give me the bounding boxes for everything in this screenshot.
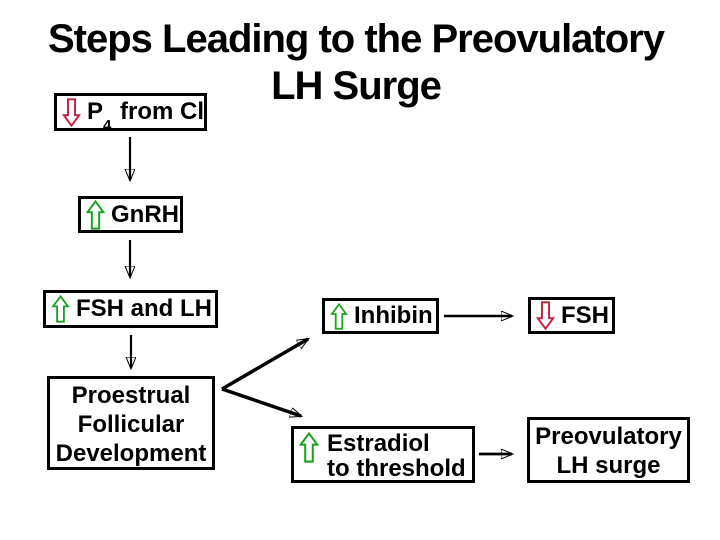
fsh-and-lh-box: FSH and LH xyxy=(43,290,218,328)
slide-title-line1: Steps Leading to the Preovulatory xyxy=(47,17,665,61)
slide-title: Steps Leading to the Preovulatory LH Sur… xyxy=(0,16,712,110)
decrease-arrow-icon xyxy=(536,301,555,330)
gnrh-label: GnRH xyxy=(111,200,179,228)
p4-subscript: 4 xyxy=(103,116,112,134)
arrow-proestrual-to-estradiol xyxy=(221,387,301,416)
preovulatory-lh-surge-box: Preovulatory LH surge xyxy=(527,417,690,483)
inhibin-label: Inhibin xyxy=(354,302,433,329)
proestrual-line3: Development xyxy=(55,440,207,467)
gnrh-box: GnRH xyxy=(78,196,183,233)
estradiol-box: Estradiol to threshold xyxy=(291,426,475,483)
p4-from-cl-box: P4 from Cl xyxy=(54,93,207,134)
arrow-proestrual-to-inhibin xyxy=(221,337,308,391)
increase-arrow-icon xyxy=(51,295,70,323)
increase-arrow-icon xyxy=(330,302,348,330)
estradiol-line1: Estradiol xyxy=(327,430,430,457)
inhibin-box: Inhibin xyxy=(322,298,439,334)
estradiol-line2: to threshold xyxy=(327,455,466,482)
increase-arrow-icon xyxy=(299,432,319,463)
p4-label: P4 from Cl xyxy=(87,98,205,134)
fsh-and-lh-label: FSH and LH xyxy=(76,295,212,322)
fsh-decrease-label: FSH xyxy=(561,301,609,329)
proestrual-line2: Follicular xyxy=(77,411,185,438)
proestrual-follicular-development-box: Proestrual Follicular Development xyxy=(47,376,215,470)
preovulatory-line1: Preovulatory xyxy=(535,423,682,450)
increase-arrow-icon xyxy=(86,199,105,230)
slide-title-line2: LH Surge xyxy=(271,64,442,108)
preovulatory-line2: LH surge xyxy=(556,452,661,479)
decrease-arrow-icon xyxy=(62,97,81,127)
estradiol-label: Estradiol to threshold xyxy=(327,431,466,481)
proestrual-line1: Proestrual xyxy=(71,382,191,409)
fsh-decrease-box: FSH xyxy=(528,297,615,334)
